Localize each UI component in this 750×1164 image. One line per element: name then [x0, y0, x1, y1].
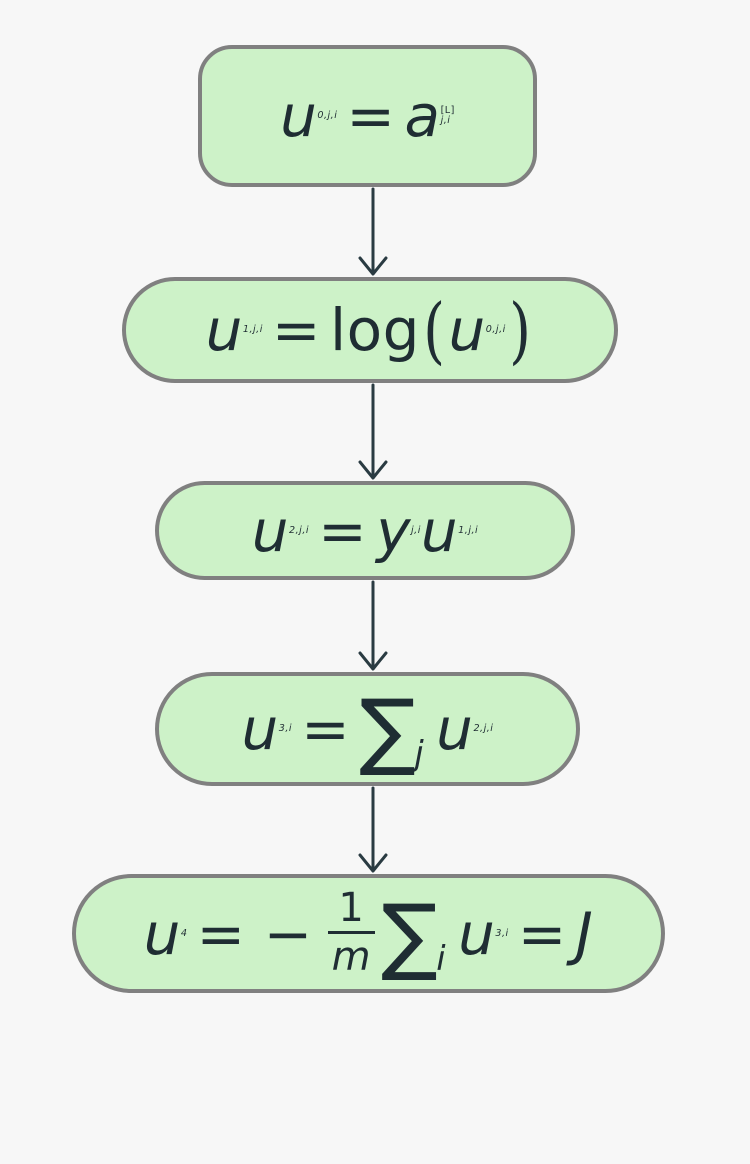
- u2-factor2-sub: 1,j,i: [458, 524, 479, 536]
- u0-rhs-subsup: [L] j,i: [441, 106, 455, 126]
- u3-term-var: u: [436, 695, 474, 763]
- edge-u0-u1: [358, 187, 388, 276]
- u0-equals: =: [346, 82, 396, 150]
- u4-equals-2: =: [517, 899, 567, 968]
- u2-lhs-var: u: [251, 496, 290, 565]
- u3-term-sub: 2,j,i: [473, 723, 494, 735]
- u0-rhs-sub: j,i: [440, 115, 451, 127]
- u4-term-var: u: [458, 899, 496, 968]
- u3-sum-index: j: [414, 734, 425, 774]
- u3-equals: =: [301, 695, 351, 763]
- u4-frac-denominator: m: [331, 934, 372, 981]
- u1-lhs-sub: 1,j,i: [242, 324, 263, 336]
- u3-lhs-sub: 3,i: [278, 723, 293, 735]
- u1-open-paren: (: [423, 288, 446, 372]
- u4-summation: ∑i: [381, 885, 448, 984]
- u4-fraction-one-over-m: 1 m: [327, 885, 376, 981]
- u2-factor2-var: u: [420, 496, 459, 565]
- u0-rhs-var: a: [404, 82, 441, 150]
- u1-arg-sub: 0,j,i: [485, 324, 506, 336]
- u4-minus-sign: −: [263, 899, 313, 968]
- u2-lhs-sub: 2,j,i: [289, 524, 310, 536]
- edge-u3-u4: [358, 786, 388, 873]
- edge-u2-u3: [358, 580, 388, 671]
- u4-term-sub: 3,i: [495, 927, 509, 939]
- u1-arg-var: u: [448, 296, 486, 364]
- u4-result-J: J: [575, 899, 594, 968]
- fraction-bar: [327, 931, 376, 935]
- u2-factor1-var: y: [376, 496, 412, 565]
- u1-log-function: log: [330, 296, 420, 364]
- u0-rhs-sup: [L]: [440, 105, 455, 117]
- edge-u1-u2: [358, 383, 388, 480]
- u4-lhs-sub: 4: [180, 927, 188, 939]
- u0-lhs-sub: 0,j,i: [317, 110, 338, 122]
- u4-lhs-var: u: [143, 899, 181, 968]
- u1-close-paren: ): [508, 288, 532, 372]
- u0-lhs-var: u: [280, 82, 318, 150]
- u1-equals: =: [271, 296, 321, 364]
- u4-frac-numerator: 1: [338, 885, 365, 932]
- u4-equals: =: [196, 899, 246, 968]
- u3-lhs-var: u: [241, 695, 279, 763]
- sigma-icon: ∑: [359, 681, 417, 780]
- u2-equals: =: [318, 496, 368, 565]
- u1-lhs-var: u: [205, 296, 243, 364]
- u2-factor1-sub: j,i: [411, 524, 421, 536]
- u3-summation: ∑j: [359, 681, 426, 780]
- u4-sum-index: i: [436, 938, 447, 978]
- sigma-icon: ∑: [381, 885, 439, 984]
